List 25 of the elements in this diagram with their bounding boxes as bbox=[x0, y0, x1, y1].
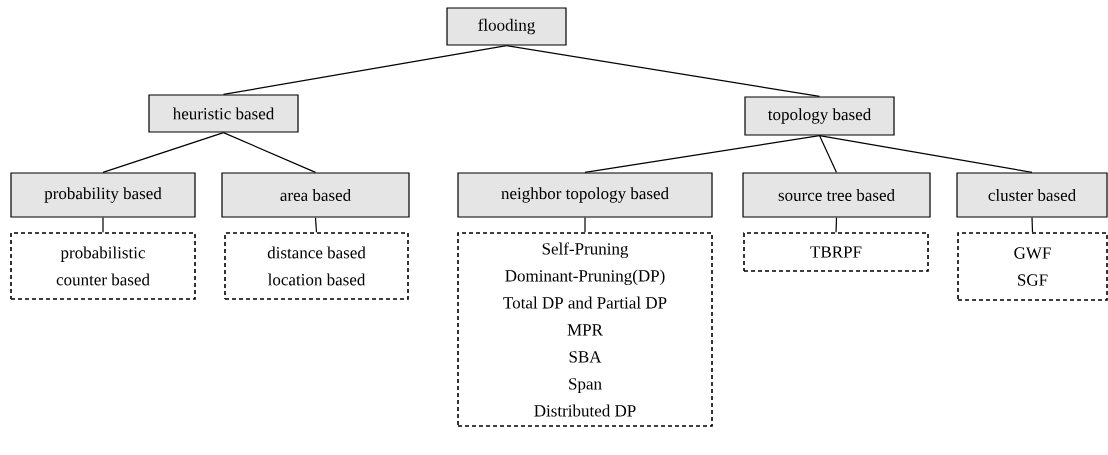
list-box: TBRPF bbox=[743, 232, 929, 272]
category-box: topology based bbox=[744, 96, 895, 136]
category-box: neighbor topology based bbox=[457, 172, 713, 218]
list-box: GWF SGF bbox=[957, 232, 1108, 301]
category-box: area based bbox=[221, 172, 410, 218]
connector-line bbox=[1031, 217, 1034, 233]
connector-line bbox=[584, 217, 586, 233]
connector-line bbox=[584, 135, 821, 173]
category-box: cluster based bbox=[956, 172, 1108, 218]
category-box: probability based bbox=[10, 172, 196, 218]
connector-line bbox=[835, 217, 838, 233]
connector-line bbox=[505, 45, 821, 97]
category-box: source tree based bbox=[742, 172, 931, 218]
list-box: Self-Pruning Dominant-Pruning(DP) Total DP and Partial DP MPR SBA Span Distributed DP bbox=[457, 232, 713, 427]
connector-line bbox=[102, 217, 104, 233]
category-box: flooding bbox=[446, 7, 567, 46]
connector-line bbox=[222, 45, 508, 95]
connector-line bbox=[314, 217, 318, 233]
connector-line bbox=[102, 132, 225, 173]
connector-line bbox=[818, 135, 838, 173]
list-box: distance based location based bbox=[224, 232, 409, 300]
connector-line bbox=[222, 132, 317, 173]
list-box: probabilistic counter based bbox=[10, 232, 196, 300]
category-box: heuristic based bbox=[148, 94, 299, 133]
connector-line bbox=[818, 135, 1033, 173]
